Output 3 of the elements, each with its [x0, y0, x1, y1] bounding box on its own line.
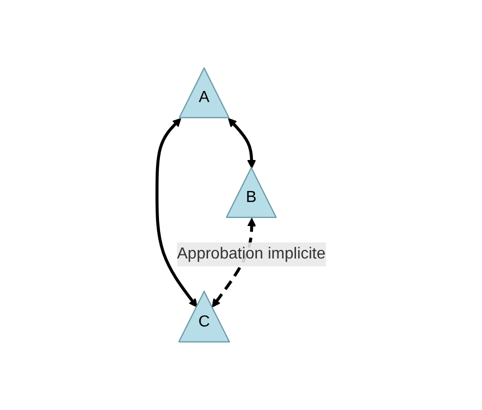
arrow	[228, 118, 256, 169]
arrow	[155, 118, 198, 308]
edge-label: Approbation implicite	[176, 245, 326, 262]
